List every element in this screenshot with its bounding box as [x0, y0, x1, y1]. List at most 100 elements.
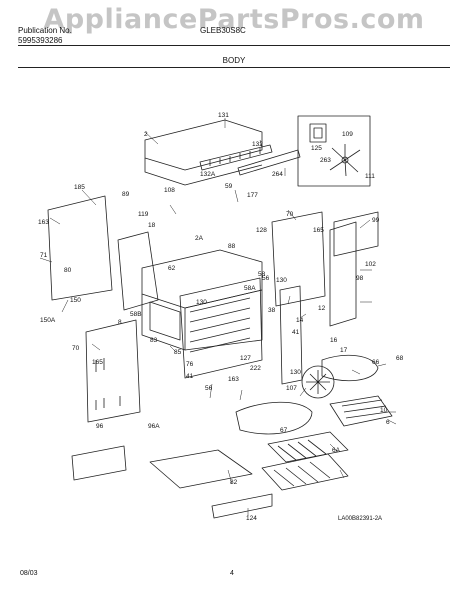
svg-text:99: 99	[372, 217, 380, 224]
svg-text:128: 128	[256, 227, 267, 234]
section-rule	[18, 67, 450, 68]
svg-text:2A: 2A	[195, 235, 204, 242]
bottom-panel	[149, 449, 253, 489]
svg-text:165: 165	[313, 227, 324, 234]
publication-number: 5995393286	[18, 36, 63, 45]
kick-plate	[211, 493, 273, 519]
svg-text:67: 67	[280, 427, 288, 434]
svg-text:125: 125	[311, 145, 322, 152]
footer-date: 08/03	[20, 570, 38, 577]
svg-text:16: 16	[330, 337, 338, 344]
fan-motor	[309, 123, 327, 143]
svg-text:108: 108	[164, 187, 175, 194]
diagram-reference-code: LA00B82391-2A	[338, 516, 383, 522]
callout-labels: 131 2 132 109 125 263 111 185 108 132A 5…	[38, 112, 404, 522]
svg-text:107: 107	[286, 385, 297, 392]
svg-text:222: 222	[250, 365, 261, 372]
svg-text:177: 177	[247, 192, 258, 199]
svg-text:41: 41	[186, 373, 194, 380]
convection-element	[321, 355, 379, 381]
fan-cover	[301, 365, 335, 399]
publication-label: Publication No.	[18, 26, 72, 35]
svg-text:131: 131	[218, 112, 229, 119]
svg-text:59: 59	[225, 183, 233, 190]
svg-text:62: 62	[168, 265, 176, 272]
svg-text:150A: 150A	[40, 317, 56, 324]
top-grill	[237, 149, 301, 176]
fan-blades	[329, 144, 361, 177]
svg-text:124: 124	[246, 515, 257, 522]
oven-cavity	[149, 301, 181, 341]
oven-rack-upper	[267, 431, 349, 463]
right-vent-panel	[333, 211, 379, 257]
svg-text:109: 109	[342, 131, 353, 138]
svg-text:6: 6	[386, 419, 390, 426]
svg-text:89: 89	[122, 191, 130, 198]
svg-text:102: 102	[365, 261, 376, 268]
svg-text:80: 80	[64, 267, 72, 274]
svg-text:150: 150	[70, 297, 81, 304]
right-side-panel	[271, 211, 326, 307]
svg-text:8: 8	[118, 319, 122, 326]
vent-strip	[199, 144, 273, 171]
svg-text:85: 85	[174, 349, 182, 356]
svg-text:132: 132	[252, 141, 263, 148]
svg-text:58B: 58B	[130, 311, 142, 318]
oven-body-front	[184, 289, 263, 351]
svg-text:88: 88	[228, 243, 236, 250]
oven-rack-lower	[261, 453, 349, 491]
cavity-ridges	[189, 297, 251, 353]
vent-louvers	[209, 148, 261, 166]
left-front-panel	[85, 319, 141, 423]
broil-pan	[329, 395, 393, 427]
fan-inset-box	[297, 115, 371, 187]
svg-text:70: 70	[286, 211, 294, 218]
svg-text:185: 185	[74, 184, 85, 191]
svg-text:41: 41	[292, 329, 300, 336]
right-strip	[329, 221, 357, 327]
svg-text:96: 96	[96, 423, 104, 430]
svg-text:12: 12	[318, 305, 326, 312]
svg-text:70: 70	[72, 345, 80, 352]
section-title: BODY	[222, 56, 246, 65]
svg-text:18: 18	[148, 222, 156, 229]
model-number: GLEB30S8C	[200, 26, 246, 35]
top-wrapper-front	[144, 158, 263, 186]
oven-frame	[179, 277, 263, 379]
svg-text:119: 119	[138, 211, 149, 218]
leader-lines	[39, 118, 397, 516]
svg-text:82: 82	[230, 479, 238, 486]
svg-text:17: 17	[340, 347, 348, 354]
svg-text:263: 263	[320, 157, 331, 164]
svg-text:98: 98	[356, 275, 364, 282]
svg-text:132A: 132A	[200, 171, 216, 178]
svg-text:111: 111	[365, 173, 375, 180]
svg-text:163: 163	[38, 219, 49, 226]
svg-text:6A: 6A	[332, 447, 341, 454]
svg-text:14: 14	[296, 317, 304, 324]
svg-text:130: 130	[290, 369, 301, 376]
svg-text:76: 76	[186, 361, 194, 368]
bake-element	[235, 401, 313, 435]
svg-text:2: 2	[144, 131, 148, 138]
svg-text:83: 83	[150, 337, 158, 344]
svg-text:165: 165	[92, 359, 103, 366]
svg-text:66: 66	[372, 359, 380, 366]
broil-pan-grid	[341, 399, 389, 419]
svg-text:130: 130	[196, 299, 207, 306]
bottom-left-bracket	[71, 445, 127, 481]
svg-text:163: 163	[228, 376, 239, 383]
svg-text:58: 58	[258, 271, 266, 278]
svg-text:130: 130	[276, 277, 287, 284]
svg-text:127: 127	[240, 355, 251, 362]
watermark: AppliancePartsPros.com	[43, 4, 425, 35]
svg-text:58A: 58A	[244, 285, 256, 292]
svg-text:71: 71	[40, 252, 48, 259]
left-service-panel	[117, 231, 159, 311]
svg-text:96A: 96A	[148, 423, 160, 430]
svg-text:68: 68	[396, 355, 404, 362]
page-number: 4	[230, 570, 234, 577]
svg-text:38: 38	[268, 307, 276, 314]
svg-text:56: 56	[205, 385, 213, 392]
